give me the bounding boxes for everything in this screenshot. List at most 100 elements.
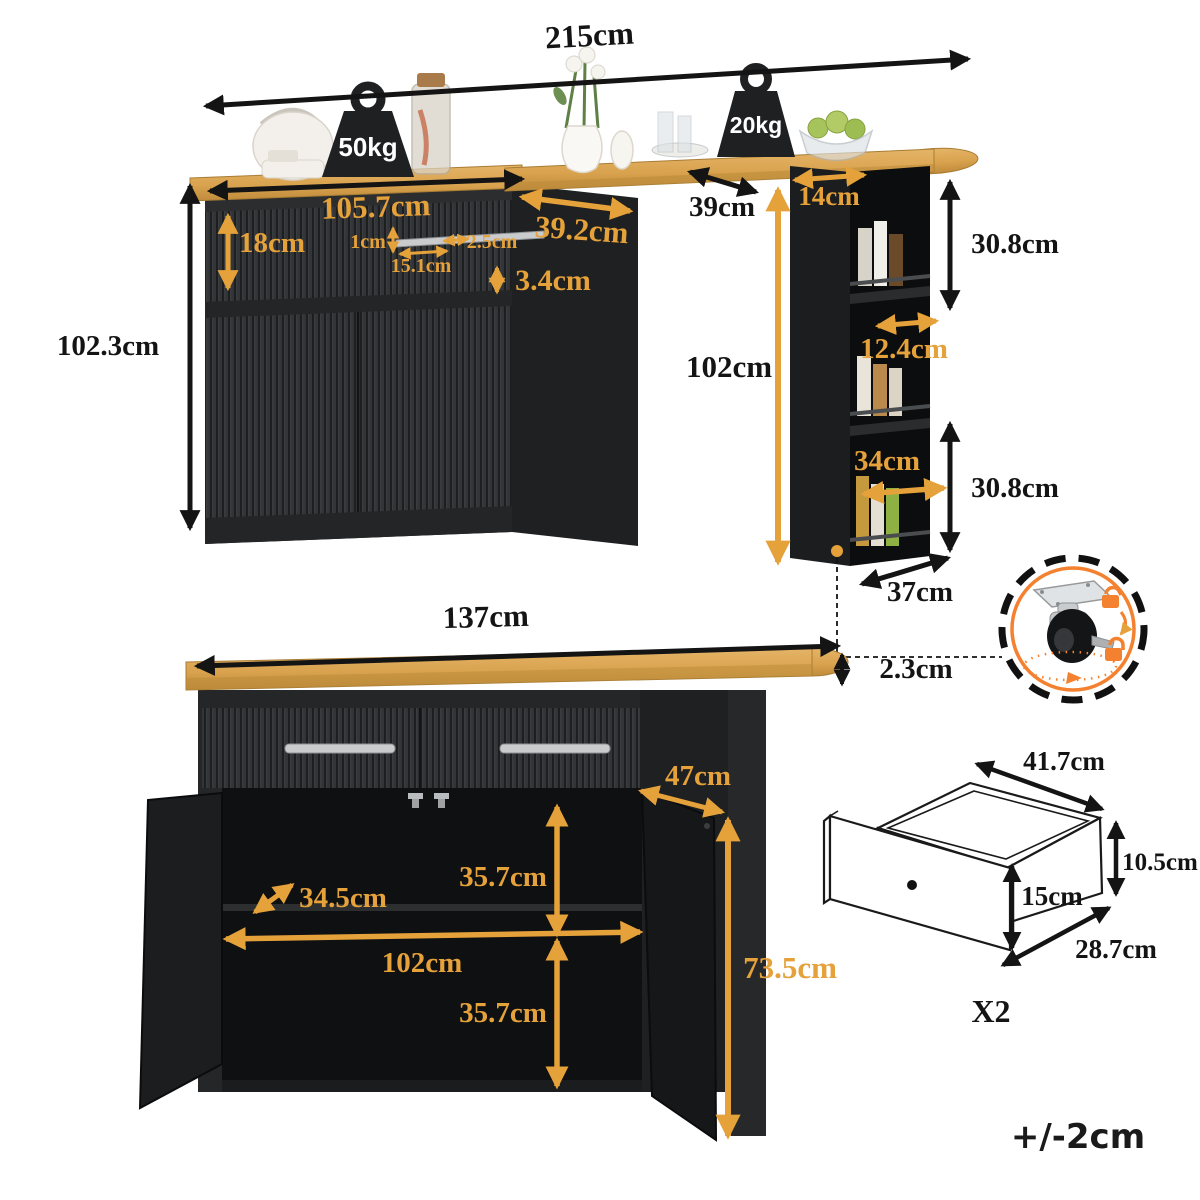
tower-shelf1-jars <box>858 221 903 286</box>
dim-countertop-width: 137cm <box>193 598 842 676</box>
dim-label-compartment-depth: 34.5cm <box>299 882 387 914</box>
dim-bar-height: 102cm <box>686 186 791 566</box>
dim-label-bar-height: 102cm <box>686 349 772 384</box>
dim-label-handle-gap: 1cm <box>350 231 386 253</box>
dim-label-compartment-width: 102cm <box>382 947 463 979</box>
lock-transition-arrow <box>1119 611 1133 636</box>
tolerance-note: +/-2cm <box>1011 1117 1145 1157</box>
dim-label-handle-side-offset: 2.5cm <box>467 231 518 253</box>
dim-label-total-width: 215cm <box>544 15 635 56</box>
tower-rail1 <box>849 274 931 286</box>
front-bottom-board <box>222 1080 642 1092</box>
dim-handle-length: 15.1cm <box>391 245 452 277</box>
dim-divider-gap: 3.4cm <box>488 264 591 297</box>
dim-upper-compartment: 35.7cm <box>459 803 569 938</box>
dim-label-drawer-front-height: 15cm <box>1021 881 1083 911</box>
drawer-detail: 41.7cm 10.5cm 15cm 28.7cm X2 <box>822 746 1198 1029</box>
dim-label-countertop-width: 137cm <box>442 598 529 635</box>
dim-handle-side-offset: 2.5cm <box>442 231 518 253</box>
cabinet-side-face <box>512 184 638 546</box>
dim-cabinet-depth: 39.2cm <box>518 188 634 250</box>
dim-label-lower-shelf-height: 30.8cm <box>971 472 1059 504</box>
left-open-door <box>138 791 223 1110</box>
caster-rotation-arrowhead <box>1066 672 1082 684</box>
dim-label-cabinet-depth: 39.2cm <box>534 209 630 250</box>
dim-label-shelf-inner-width: 12.4cm <box>860 333 948 365</box>
dim-label-countertop-thickness: 2.3cm <box>879 653 952 685</box>
dim-label-upper-shelf-height: 30.8cm <box>971 228 1059 260</box>
weight-badge-20kg: 20kg <box>717 63 795 157</box>
glasses-decor <box>651 111 709 158</box>
dim-shelf-inner-depth: 34cm <box>854 445 948 505</box>
top-perspective-view: 50kg <box>57 15 1148 704</box>
dim-compartment-width: 102cm <box>222 920 644 979</box>
cabinet-bottom-strip <box>205 506 512 544</box>
front-open-view: 137cm 2.3cm 47cm 35.7cm 34.5cm 102cm 35.… <box>138 598 953 1142</box>
dim-drawer-depth: 28.7cm <box>1000 906 1157 967</box>
caster-location-dot <box>831 545 843 557</box>
spice-tower <box>790 166 931 566</box>
drawer-quantity-label: X2 <box>971 993 1010 1029</box>
dim-drawer-inner-height: 10.5cm <box>1106 820 1198 897</box>
cabinet-gap-strip <box>205 290 512 318</box>
dim-lower-compartment: 35.7cm <box>459 937 569 1090</box>
front-drawer-handle-right <box>499 743 611 754</box>
caster-detail <box>836 554 1148 704</box>
dim-total-width: 215cm <box>202 15 972 116</box>
front-shelf-edge <box>222 904 642 911</box>
tower-front-panel <box>790 166 850 566</box>
bar-leg-panel <box>728 690 766 1136</box>
dim-label-tower-depth: 37cm <box>887 576 953 608</box>
dim-label-drawer-depth: 28.7cm <box>1075 934 1157 964</box>
dim-label-cabinet-width: 105.7cm <box>320 187 431 226</box>
dim-label-tower-width: 14cm <box>798 181 860 211</box>
dim-lower-shelf-height: 30.8cm <box>939 420 1059 554</box>
dim-label-drawer-width: 41.7cm <box>1023 746 1105 776</box>
dim-label-side-panel-depth: 47cm <box>665 760 731 792</box>
dim-label-cabinet-height: 102.3cm <box>57 330 159 362</box>
weight-50kg-label: 50kg <box>338 132 397 162</box>
caster-wheel-hub <box>1054 628 1074 652</box>
dim-upper-shelf-height: 30.8cm <box>939 178 1059 312</box>
glass-jar-decor <box>411 73 451 175</box>
dim-cabinet-height: 102.3cm <box>57 182 201 532</box>
dim-drawer-front-height: 18cm <box>217 212 305 292</box>
tower-shelf2-jars <box>857 356 902 416</box>
dim-label-bar-overhang: 39cm <box>689 191 755 223</box>
dim-countertop-thickness: 2.3cm <box>833 652 953 687</box>
unlock-icon <box>1102 585 1123 608</box>
dim-cabinet-width: 105.7cm <box>206 169 526 226</box>
dim-drawer-width: 41.7cm <box>974 746 1105 813</box>
front-drawer-handle-left <box>284 743 396 754</box>
dim-label-divider-gap: 3.4cm <box>515 264 591 297</box>
tower-rail3 <box>849 530 931 542</box>
dim-label-upper-compartment: 35.7cm <box>459 861 547 893</box>
tower-rail2 <box>849 404 931 416</box>
cabinet-drawer-band <box>205 200 512 302</box>
dim-label-side-panel-height: 73.5cm <box>743 950 837 985</box>
dim-bar-overhang: 39cm <box>686 167 760 223</box>
dim-side-panel-height: 73.5cm <box>715 816 837 1140</box>
door-knob-hole <box>704 823 710 829</box>
drawer-knob-hole <box>907 880 917 890</box>
weight-badge-50kg: 50kg <box>322 81 414 177</box>
fruit-bowl-decor <box>798 110 874 162</box>
dim-label-shelf-inner-depth: 34cm <box>854 445 920 477</box>
dim-handle-gap: 1cm <box>350 226 400 254</box>
dim-tower-width: 14cm <box>791 165 868 211</box>
dim-label-drawer-front-height: 18cm <box>239 227 305 259</box>
dim-label-drawer-inner-height: 10.5cm <box>1122 849 1198 876</box>
weight-20kg-label: 20kg <box>730 112 782 138</box>
dim-side-panel-depth: 47cm <box>637 760 731 818</box>
flowers-decor <box>553 46 634 174</box>
tower-shelf-board1 <box>850 286 930 304</box>
dim-label-lower-compartment: 35.7cm <box>459 997 547 1029</box>
dim-label-handle-length: 15.1cm <box>391 255 452 277</box>
dim-tower-depth: 37cm <box>858 553 953 608</box>
dim-shelf-inner-width: 12.4cm <box>860 312 948 365</box>
lock-icon <box>1105 636 1125 661</box>
front-cabinet <box>138 647 849 1142</box>
right-open-door <box>640 788 718 1142</box>
